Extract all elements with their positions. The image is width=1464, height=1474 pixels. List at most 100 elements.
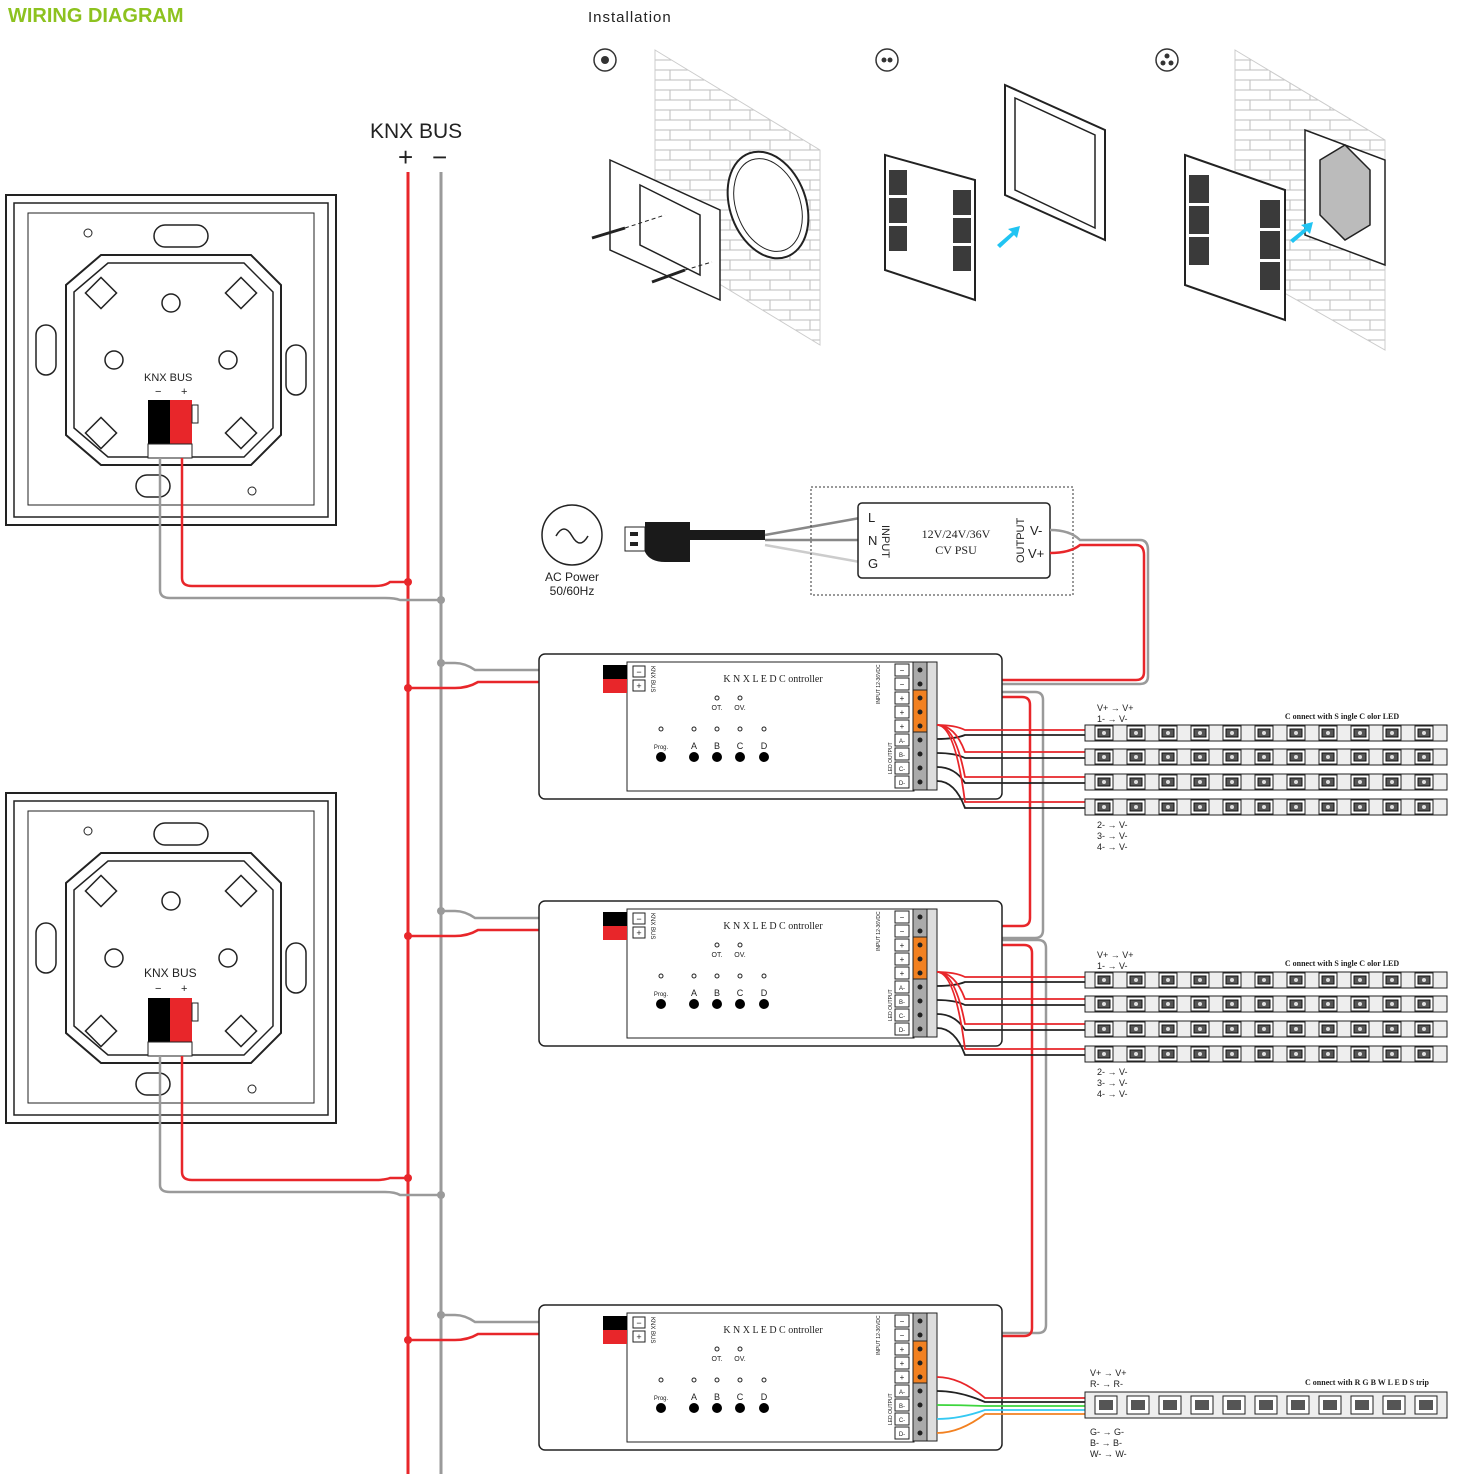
- psu-input-label: INPUT: [879, 525, 891, 558]
- button-label-c: C: [737, 1392, 744, 1402]
- map-line: R- → R-: [1090, 1379, 1123, 1389]
- strip-title: C onnect with S ingle C olor LED: [1285, 959, 1400, 968]
- knx-bus-label: KNX BUS: [649, 913, 655, 939]
- psu-output-label: OUTPUT: [1015, 518, 1027, 564]
- terminal-label: −: [900, 1317, 905, 1326]
- led-strip: [1084, 798, 1448, 816]
- terminal-red: [170, 400, 192, 444]
- terminal-label: B-: [899, 1000, 905, 1006]
- button-a[interactable]: [689, 752, 699, 762]
- map-line: W- → W-: [1090, 1449, 1127, 1459]
- button-d[interactable]: [759, 999, 769, 1009]
- prog-button[interactable]: [656, 1403, 666, 1413]
- controller-1: − + KNX BUS K N X L E D C ontroller OT. …: [538, 653, 1003, 800]
- ac-power-line1: AC Power: [545, 570, 599, 584]
- map-line: 3- → V-: [1097, 1078, 1128, 1088]
- terminal-label: +: [900, 1359, 905, 1368]
- psu-wires: [764, 516, 861, 564]
- prog-button[interactable]: [656, 999, 666, 1009]
- strip-wiring: [936, 724, 1085, 1434]
- psu-pin-n: N: [868, 533, 877, 548]
- bus-label: KNX BUS: [370, 120, 462, 143]
- map-line: 1- → V-: [1097, 961, 1128, 971]
- button-c[interactable]: [735, 1403, 745, 1413]
- output-label: LED OUTPUT: [888, 1393, 894, 1425]
- bus-plus-sign: +: [398, 142, 413, 172]
- button-b[interactable]: [712, 1403, 722, 1413]
- psu-v-plus: V+: [1028, 546, 1044, 561]
- left-terminal-minus: −: [636, 1318, 641, 1328]
- button-label-a: A: [691, 741, 697, 751]
- terminal-label: C-: [899, 1014, 905, 1020]
- knx-bus-label: KNX BUS: [649, 666, 655, 692]
- install-step-3: [1155, 48, 1386, 351]
- button-c[interactable]: [735, 999, 745, 1009]
- panel-bus-label: KNX BUS: [144, 372, 192, 384]
- two-dots-icon: [875, 48, 899, 72]
- led-strip: [1084, 1045, 1448, 1063]
- button-d[interactable]: [759, 1403, 769, 1413]
- terminal-label: +: [900, 708, 905, 717]
- terminal-label: +: [900, 1373, 905, 1382]
- button-label-prog: Prog.: [654, 1396, 669, 1402]
- button-a[interactable]: [689, 999, 699, 1009]
- button-label-d: D: [761, 988, 768, 998]
- indicator-ov: OV.: [734, 705, 745, 712]
- terminal-label: −: [900, 680, 905, 689]
- wall-panel-1: KNX BUS − +: [5, 194, 337, 526]
- panel-bus-label: KNX BUS: [144, 966, 197, 980]
- controller-title: K N X L E D C ontroller: [723, 1325, 823, 1336]
- terminal-label: +: [900, 1345, 905, 1354]
- indicator-ot: OT.: [712, 705, 723, 712]
- button-label-b: B: [714, 1392, 720, 1402]
- terminal-label: −: [900, 927, 905, 936]
- button-b[interactable]: [712, 999, 722, 1009]
- terminal-block: − − + + + A- B- C- D-: [894, 908, 938, 1038]
- terminal-label: −: [900, 666, 905, 675]
- map-line: V+ → V+: [1097, 703, 1134, 713]
- left-terminal-plus: +: [636, 1332, 641, 1342]
- terminal-label: +: [900, 694, 905, 703]
- terminal-block: − − + + + A- B- C- D-: [894, 1312, 938, 1442]
- button-d[interactable]: [759, 752, 769, 762]
- strip-title: C onnect with R G B W L E D S trip: [1305, 1378, 1429, 1387]
- bus-minus-sign: −: [432, 142, 447, 172]
- button-label-d: D: [761, 1392, 768, 1402]
- led-strip: [1084, 1020, 1448, 1038]
- panel-wiring: [158, 458, 441, 1197]
- input-label: INPUT 12-36VDC: [876, 1315, 882, 1355]
- terminal-label: C-: [899, 767, 905, 773]
- map-line: 2- → V-: [1097, 1067, 1128, 1077]
- controller-title: K N X L E D C ontroller: [723, 921, 823, 932]
- psu-dashed-box: [810, 486, 1074, 596]
- controller-title: K N X L E D C ontroller: [723, 674, 823, 685]
- arrow-icon: [1290, 222, 1313, 243]
- button-a[interactable]: [689, 1403, 699, 1413]
- prog-button[interactable]: [656, 752, 666, 762]
- input-label: INPUT 12-36VDC: [876, 911, 882, 951]
- terminal-label: −: [900, 1331, 905, 1340]
- mounting-plate: [609, 158, 721, 302]
- psu: L N G INPUT 12V/24V/36V CV PSU OUTPUT V-…: [857, 502, 1051, 579]
- panel-plus: +: [181, 983, 187, 995]
- terminal-label: B-: [899, 753, 905, 759]
- controller-2: − + KNX BUS K N X L E D C ontroller OT. …: [538, 900, 1003, 1047]
- terminal-black: [148, 400, 170, 444]
- button-b[interactable]: [712, 752, 722, 762]
- knx-bus-label: KNX BUS: [649, 1317, 655, 1343]
- terminal-label: +: [900, 955, 905, 964]
- button-label-a: A: [691, 1392, 697, 1402]
- led-strip: [1084, 971, 1448, 989]
- terminal-label: B-: [899, 1404, 905, 1410]
- install-step-1: [591, 48, 821, 346]
- output-label: LED OUTPUT: [888, 742, 894, 774]
- map-line: 3- → V-: [1097, 831, 1128, 841]
- indicator-ov: OV.: [734, 1356, 745, 1363]
- install-step-2: [875, 48, 1106, 302]
- ac-power-line2: 50/60Hz: [550, 584, 595, 598]
- left-terminal-plus: +: [636, 928, 641, 938]
- terminal-label: D-: [899, 1432, 905, 1438]
- led-strip: [1084, 724, 1448, 742]
- button-c[interactable]: [735, 752, 745, 762]
